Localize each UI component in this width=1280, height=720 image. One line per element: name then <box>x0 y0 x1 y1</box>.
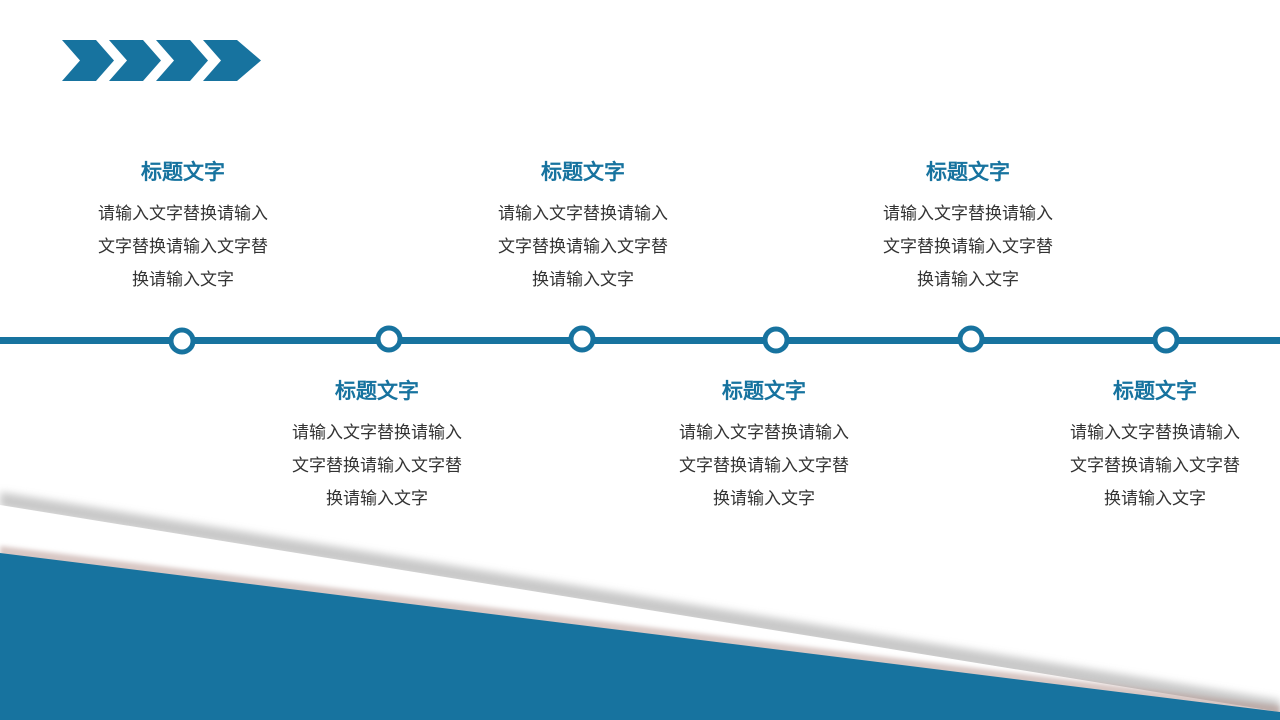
item-text-line: 请输入文字替换请输入 <box>679 423 849 443</box>
timeline-node <box>375 325 403 353</box>
timeline-item-1: 标题文字 请输入文字替换请输入 文字替换请输入文字替 换请输入文字 <box>73 158 293 297</box>
item-title: 标题文字 <box>722 379 806 403</box>
timeline-item-4: 标题文字 请输入文字替换请输入 文字替换请输入文字替 换请输入文字 <box>654 377 874 516</box>
item-text-line: 换请输入文字 <box>326 489 428 509</box>
item-title: 标题文字 <box>1113 379 1197 403</box>
item-title: 标题文字 <box>541 160 625 184</box>
item-title: 标题文字 <box>141 160 225 184</box>
item-title: 标题文字 <box>926 160 1010 184</box>
item-text-line: 文字替换请输入文字替 <box>498 237 668 257</box>
item-text-line: 换请输入文字 <box>132 270 234 290</box>
timeline-node <box>762 326 790 354</box>
item-text-line: 换请输入文字 <box>1104 489 1206 509</box>
item-text-line: 请输入文字替换请输入 <box>292 423 462 443</box>
timeline-node <box>568 325 596 353</box>
timeline-item-3: 标题文字 请输入文字替换请输入 文字替换请输入文字替 换请输入文字 <box>473 158 693 297</box>
timeline-node <box>168 327 196 355</box>
item-text-line: 文字替换请输入文字替 <box>679 456 849 476</box>
timeline-line <box>0 337 1280 344</box>
item-text-line: 请输入文字替换请输入 <box>883 204 1053 224</box>
item-text-line: 换请输入文字 <box>713 489 815 509</box>
item-title: 标题文字 <box>335 379 419 403</box>
item-text-line: 换请输入文字 <box>917 270 1019 290</box>
timeline-item-5: 标题文字 请输入文字替换请输入 文字替换请输入文字替 换请输入文字 <box>858 158 1078 297</box>
item-text-line: 文字替换请输入文字替 <box>1070 456 1240 476</box>
item-text-line: 请输入文字替换请输入 <box>498 204 668 224</box>
item-text-line: 请输入文字替换请输入 <box>98 204 268 224</box>
timeline-item-6: 标题文字 请输入文字替换请输入 文字替换请输入文字替 换请输入文字 <box>1045 377 1265 516</box>
item-text-line: 请输入文字替换请输入 <box>1070 423 1240 443</box>
timeline-item-2: 标题文字 请输入文字替换请输入 文字替换请输入文字替 换请输入文字 <box>267 377 487 516</box>
chevron-arrows-icon <box>62 40 261 81</box>
timeline-node <box>957 325 985 353</box>
item-text-line: 文字替换请输入文字替 <box>292 456 462 476</box>
item-text-line: 文字替换请输入文字替 <box>98 237 268 257</box>
timeline-node <box>1152 326 1180 354</box>
item-text-line: 换请输入文字 <box>532 270 634 290</box>
item-text-line: 文字替换请输入文字替 <box>883 237 1053 257</box>
